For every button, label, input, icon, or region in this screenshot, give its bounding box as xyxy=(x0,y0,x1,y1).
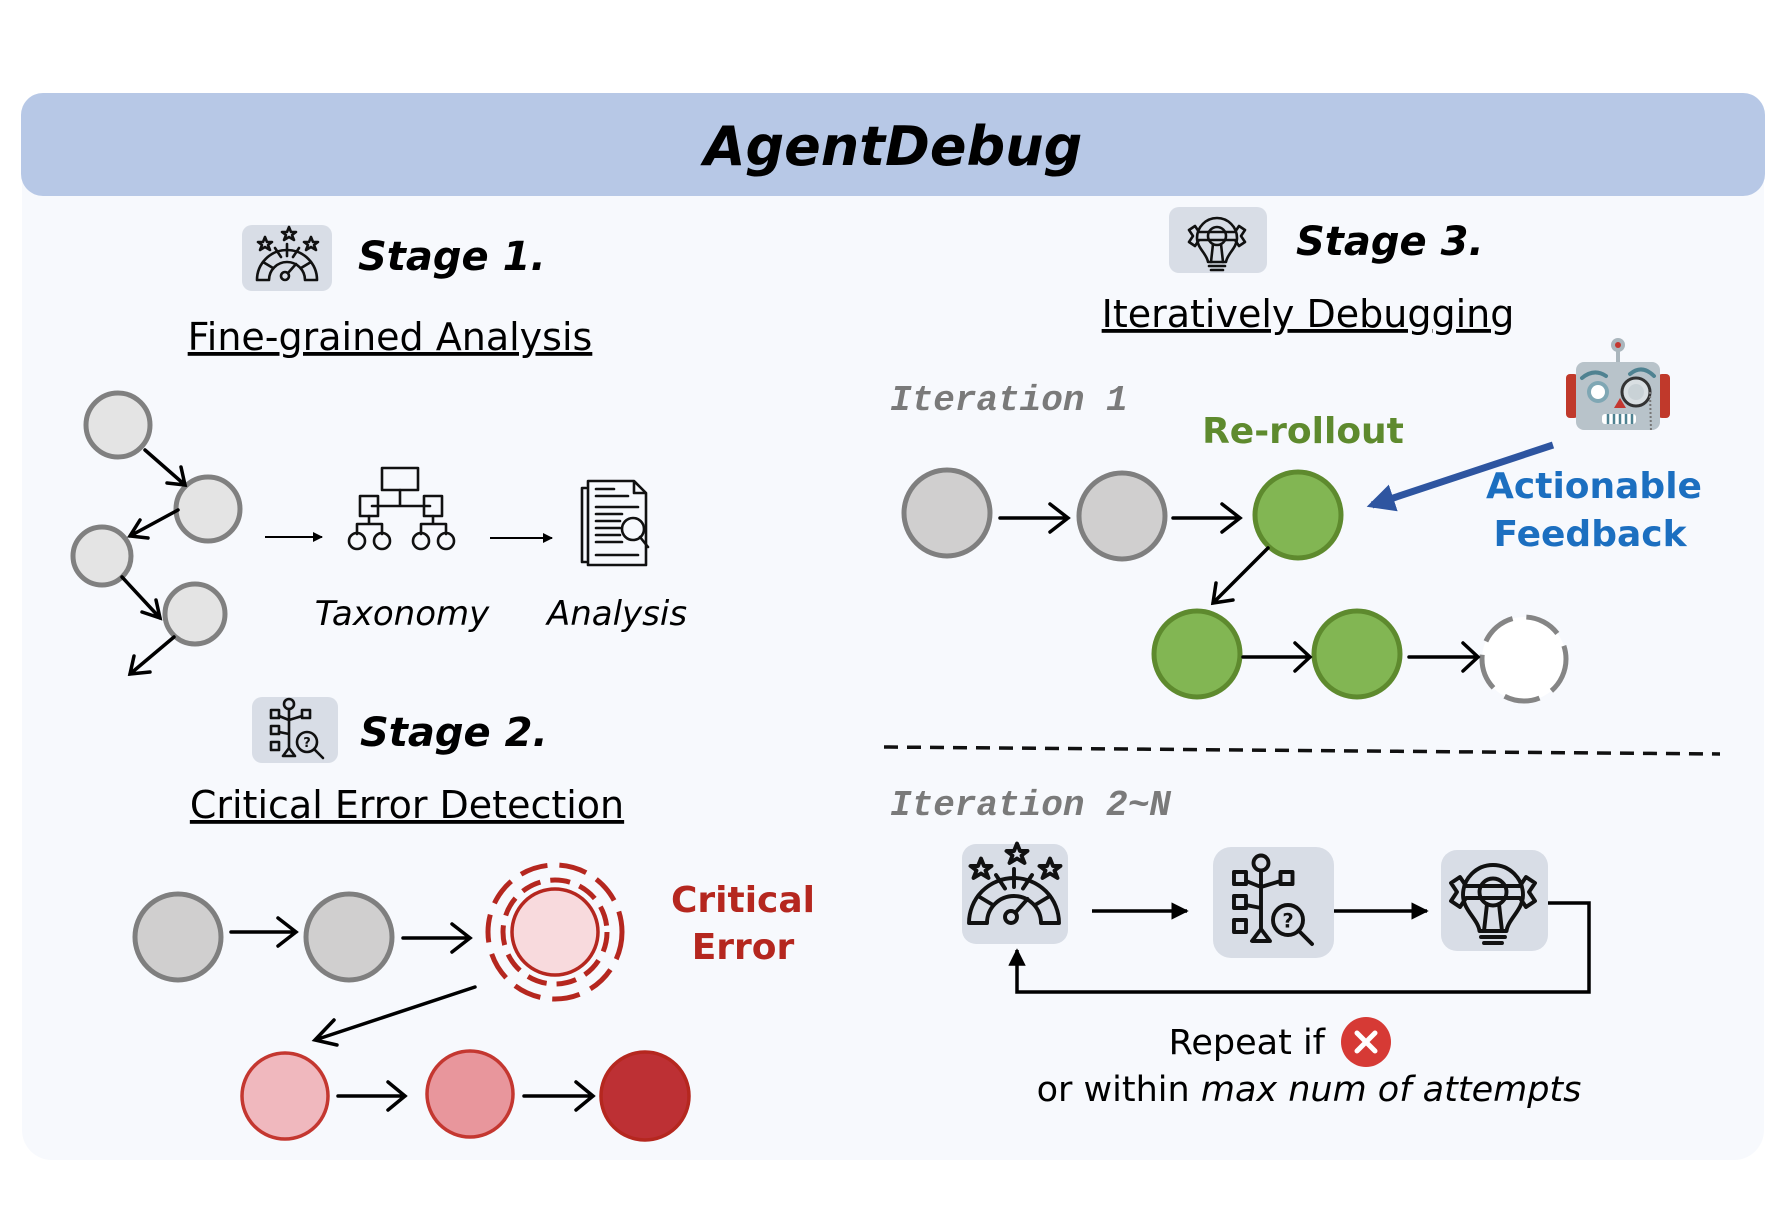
actionable-feedback-line1: Actionable xyxy=(1486,466,1702,507)
arrow xyxy=(336,1080,408,1112)
arrow xyxy=(127,508,180,540)
analysis-label: Analysis xyxy=(545,594,687,634)
stage2-section: Stage 2. Critical Error Detection Critic… xyxy=(132,697,815,1142)
iteration-divider xyxy=(883,745,1721,756)
trajectory-node xyxy=(173,474,243,544)
stage1-section: Stage 1. Fine-grained Analysis Taxonomy xyxy=(70,225,687,676)
arrow xyxy=(120,575,163,621)
error-propagation-node xyxy=(240,1051,330,1141)
rerollout-label: Re-rollout xyxy=(1202,411,1404,452)
trajectory-node xyxy=(303,891,395,983)
trajectory-node xyxy=(132,891,224,983)
stage2-subtitle: Critical Error Detection xyxy=(190,783,624,827)
error-propagation-node xyxy=(599,1050,691,1142)
actionable-feedback-line2: Feedback xyxy=(1493,514,1687,555)
arrow xyxy=(311,985,477,1047)
feedback-arrow xyxy=(1366,441,1555,512)
trajectory-node xyxy=(70,524,134,588)
error-propagation-node xyxy=(425,1049,515,1139)
arrow xyxy=(127,635,176,676)
repeat-line2-plain: or within xyxy=(1037,1070,1201,1110)
red-x-icon xyxy=(1341,1017,1391,1067)
stage1-subtitle: Fine-grained Analysis xyxy=(188,315,593,359)
page-title: AgentDebug xyxy=(700,115,1083,178)
stage3-section: Stage 3. Iteratively Debugging Iteration… xyxy=(883,207,1721,1110)
loop-step-box xyxy=(1441,850,1548,951)
arrow xyxy=(401,922,473,954)
repeat-line2-italic: max num of attempts xyxy=(1201,1070,1582,1110)
pending-node xyxy=(1479,614,1569,704)
repeat-loop-arrow xyxy=(1008,901,1591,994)
title-banner xyxy=(21,93,1765,196)
arrow xyxy=(1210,546,1270,606)
stage3-heading: Stage 3. xyxy=(1296,219,1484,265)
loop-step-box xyxy=(1213,847,1334,958)
arrow xyxy=(143,448,188,488)
arrow xyxy=(522,1080,596,1112)
arrow xyxy=(1171,502,1243,534)
trajectory-node xyxy=(901,467,993,559)
arrow xyxy=(229,916,299,948)
repeat-text: Repeat if xyxy=(1169,1023,1326,1063)
taxonomy-label: Taxonomy xyxy=(315,594,490,634)
arrow xyxy=(1241,641,1313,673)
trajectory-node xyxy=(83,390,153,460)
stage3-subtitle: Iteratively Debugging xyxy=(1102,292,1515,336)
trajectory-node xyxy=(162,581,228,647)
stage1-heading: Stage 1. xyxy=(358,234,546,280)
rerollout-node xyxy=(1252,469,1344,561)
iteration2-label: Iteration 2~N xyxy=(890,785,1171,826)
stage2-heading: Stage 2. xyxy=(360,710,548,756)
rerollout-node xyxy=(1311,608,1403,700)
arrow xyxy=(1407,641,1481,673)
rerollout-node xyxy=(1151,608,1243,700)
stage2-icon-box xyxy=(252,697,338,763)
robot-monocle-icon xyxy=(1566,338,1670,433)
trajectory-node xyxy=(1076,470,1168,562)
critical-error-node xyxy=(485,862,625,1002)
repeat-condition-line2: or within max num of attempts xyxy=(1037,1070,1582,1110)
hierarchy-tree-icon xyxy=(347,466,456,551)
arrow xyxy=(998,502,1071,534)
iteration1-label: Iteration 1 xyxy=(890,380,1128,421)
critical-error-label-line1: Critical xyxy=(671,880,815,921)
critical-error-label-line2: Error xyxy=(692,927,795,968)
document-search-icon xyxy=(580,479,650,567)
